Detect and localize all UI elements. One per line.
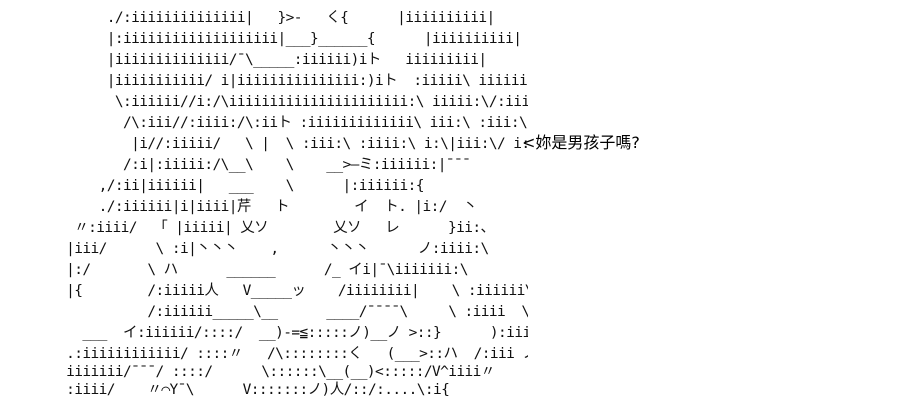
ascii-art-line: |iii/ \ :i|丶丶丶 , 丶丶丶 ノ:iiii:\ (58, 241, 489, 257)
ascii-art-line: \:iiiiii//i:/\iiiiiiiiiiiiiiiiiiiiii:\ i… (58, 94, 528, 110)
ascii-art: ./:iiiiiiiiiiiiii| }>- く{ |iiiiiiiiii| |… (58, 10, 528, 400)
ascii-art-line: |i//:iiiii/ \ | \ :iii:\ :iiii:\ i:\|iii… (58, 136, 528, 152)
ascii-art-line: .:iiiiiiiiiiii/ ::::〃 /\::::::::く (___>:… (58, 346, 528, 362)
ascii-art-line: ,/:ii|iiiiii| ___ \ |:iiiiii:{ (58, 178, 425, 194)
ascii-art-line: 〃:iiii/ 「 |iiiii| 乂ソ 乂ソ レ }ii:、 (58, 220, 495, 236)
ascii-art-line: ___ イ:iiiiii/::::/ __)-=≦:::::ノ)__ノ >::}… (58, 325, 528, 341)
ascii-art-line: |{ /:iiiii人 V_____ッ /iiiiiiii| \ :iiiiii… (58, 283, 528, 299)
ascii-art-line: |iiiiiiiiiii/ i|iiiiiiiiiiiiiii:)iト :iii… (58, 73, 528, 89)
ascii-art-line: ./:iiiiiiiiiiiiii| }>- く{ |iiiiiiiiii| (58, 10, 495, 26)
dialogue-text: <妳是男孩子嗎? (522, 133, 640, 152)
ascii-art-line: |:iiiiiiiiiiiiiiiiiii|___}______{ |iiiii… (58, 31, 522, 47)
ascii-art-line: |iiiiiiiiiiiiii/¯\_____:iiiiii)iト iiiiii… (58, 52, 487, 68)
ascii-art-line: /:iiiiii_____\__ ____/¯¯¯¯\ \ :iiii \/ (58, 304, 528, 320)
ascii-art-line: :iiii/ 〃⌒Υ¯\ V:::::::ノ)人/::/:....\:i{ (58, 382, 450, 398)
ascii-art-line: ./:iiiiii|i|iiii|芹 ト イ ト. |i:/ 丶 (58, 199, 478, 215)
ascii-art-line: /:i|:iiiii:/\__\ \ __>―ミ:iiiiii:|¯¯¯ (58, 157, 471, 173)
ascii-art-line: |:/ \ ハ ______ /_ イi|¯\iiiiiii:\ (58, 262, 468, 278)
ascii-art-line: /\:iii//:iiii:/\:iiト :iiiiiiiiiiiii\ iii… (58, 115, 528, 131)
ascii-art-line: iiiiiii/¯¯¯/ ::::/ \::::::\__(__)<:::::/… (58, 364, 495, 380)
